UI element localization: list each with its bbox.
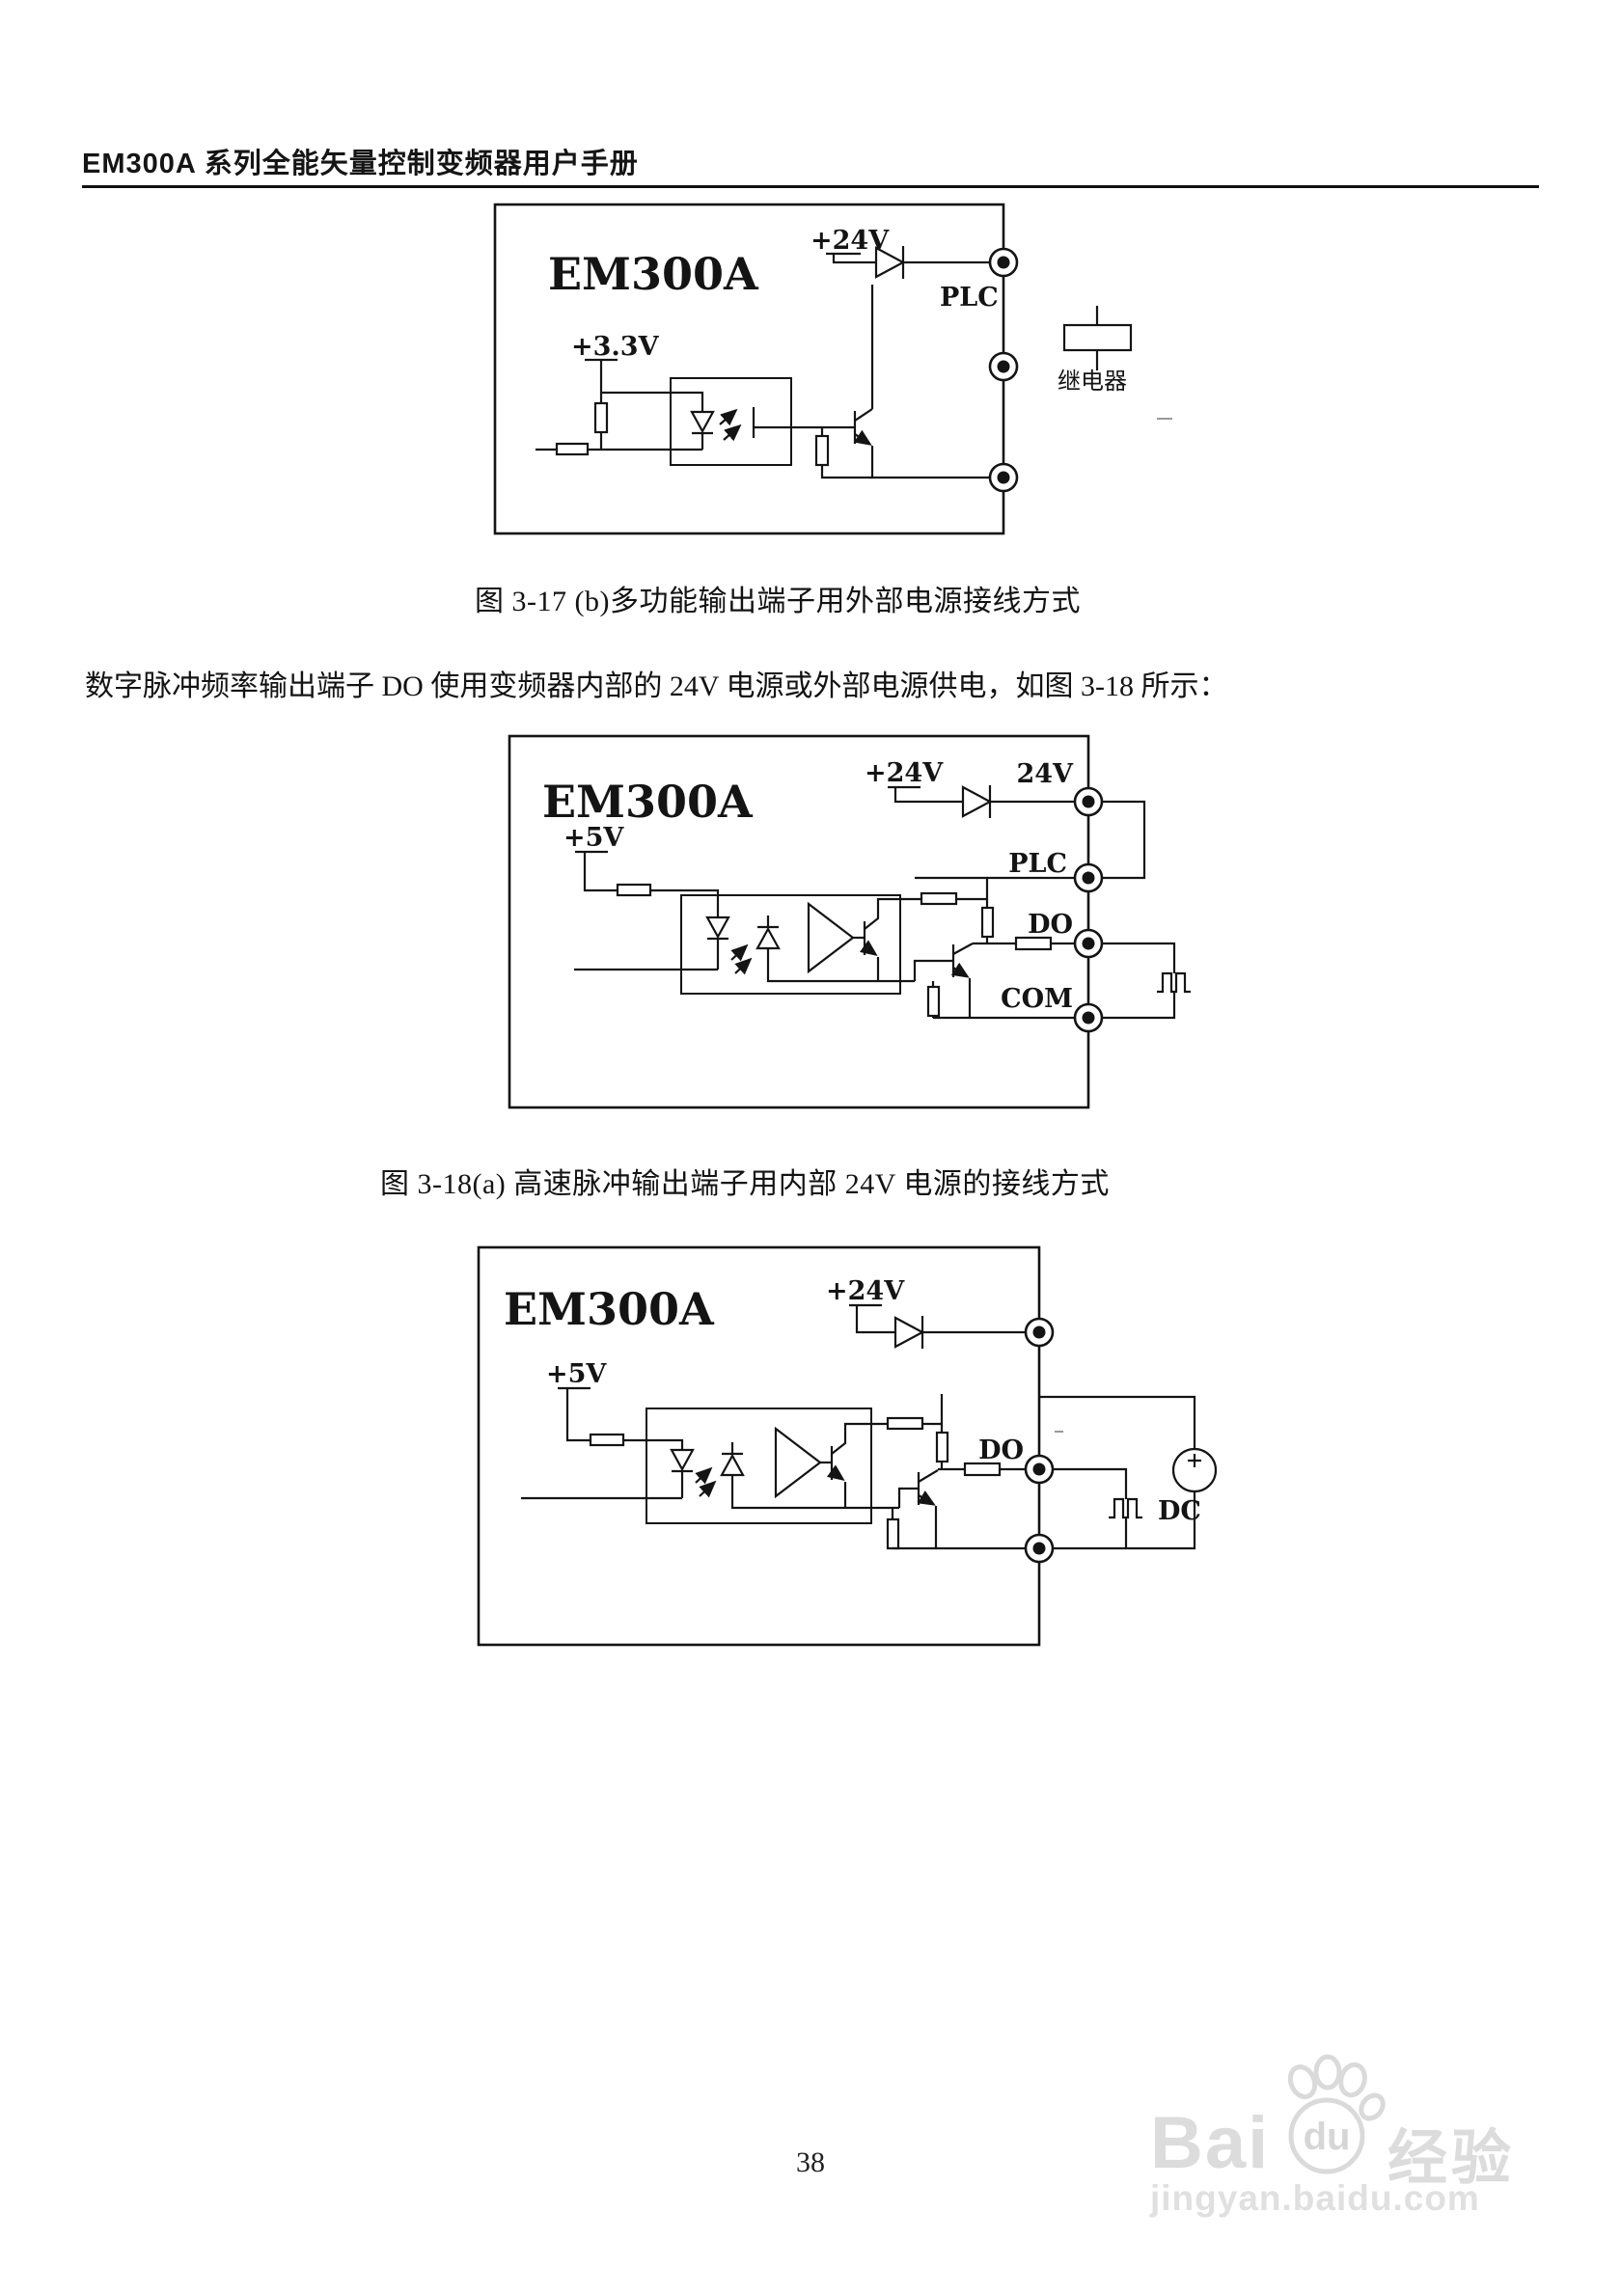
figure-3-18a: EM300A +24V 24V PLC DO COM +5V	[482, 728, 1216, 1129]
figure-3-18b: EM300A +24V +5V	[463, 1240, 1235, 1669]
inverter-outline	[477, 1245, 1041, 1647]
output-transistor	[917, 1469, 939, 1548]
resistor	[886, 1517, 900, 1550]
supply-24v-label: +24V	[826, 1276, 905, 1306]
terminal-do-label: DO	[1028, 910, 1073, 940]
resistor	[886, 1416, 924, 1431]
terminal-24v	[1073, 786, 1104, 817]
terminal-top	[1024, 1317, 1055, 1348]
baidu-paw-icon: du	[1266, 2053, 1391, 2185]
supply-24v-label: +24V	[865, 758, 944, 788]
paragraph: 数字脉冲频率输出端子 DO 使用变频器内部的 24V 电源或外部电源供电，如图 …	[85, 670, 1228, 702]
resistor	[926, 985, 941, 1018]
watermark-jingyan-text: 经验	[1387, 2125, 1516, 2192]
inverter-outline	[508, 734, 1090, 1109]
resistor	[935, 1431, 949, 1463]
terminal-plc-label: PLC	[1008, 849, 1067, 879]
circuit-diagram-3-17b: EM300A +24V PLC +3.3V	[493, 203, 1172, 535]
amplifier	[807, 901, 855, 974]
header-rule	[82, 185, 1539, 188]
page-header-title: EM300A 系列全能矢量控制变频器用户手册	[82, 149, 639, 179]
light-arrow-icon	[734, 957, 753, 975]
external-jumper	[1102, 800, 1146, 880]
terminal-plc-label: PLC	[940, 283, 999, 313]
terminal-plc	[988, 247, 1019, 278]
terminal-com-label: COM	[1001, 984, 1073, 1014]
pulse-signal-icon	[1109, 1497, 1142, 1519]
light-arrow-icon	[699, 1480, 717, 1498]
relay	[1062, 306, 1133, 370]
optocoupler	[521, 1408, 899, 1524]
figure-3-17b-caption: 图 3-17 (b)多功能输出端子用外部电源接线方式	[475, 586, 1081, 617]
figure-3-18a-caption: 图 3-18(a) 高速脉冲输出端子用内部 24V 电源的接线方式	[380, 1168, 1110, 1200]
terminal-bottom	[1024, 1533, 1055, 1564]
dc-source	[1171, 1447, 1218, 1493]
resistor	[616, 883, 652, 897]
page-number: 38	[796, 2146, 825, 2178]
device-label: EM300A	[548, 248, 759, 300]
resistor	[980, 906, 995, 939]
resistor	[589, 1433, 625, 1447]
resistor	[1014, 936, 1053, 951]
optocoupler	[670, 377, 855, 466]
figure-3-17b: EM300A +24V PLC +3.3V	[482, 193, 1216, 555]
output-transistor	[853, 408, 990, 479]
terminal-com	[1073, 1002, 1104, 1033]
terminal-bottom	[988, 462, 1019, 493]
diode	[961, 785, 993, 818]
dc-label: DC	[1158, 1496, 1201, 1526]
device-label: EM300A	[504, 1283, 715, 1335]
terminal-do	[1024, 1454, 1055, 1485]
terminal-do	[1073, 928, 1104, 959]
supply-5v-label: +5V	[546, 1359, 607, 1389]
amplifier	[774, 1426, 822, 1499]
terminal-mid	[988, 351, 1019, 382]
terminal-plc	[1073, 862, 1104, 893]
resistor	[814, 434, 830, 467]
supply-5v-label: +5V	[563, 823, 624, 853]
optocoupler	[574, 894, 921, 995]
supply-3v3-label: +3.3V	[571, 332, 660, 362]
light-arrow-icon	[719, 408, 738, 426]
diode	[893, 1316, 925, 1349]
terminal-do-label: DO	[978, 1435, 1024, 1465]
resistor	[920, 891, 958, 906]
device-label: EM300A	[542, 776, 754, 828]
terminal-24v-label: 24V	[1016, 759, 1074, 789]
light-arrow-icon	[730, 943, 749, 962]
circuit-diagram-3-18b: EM300A +24V +5V	[477, 1245, 1218, 1647]
watermark-baidu-text: Bai	[1150, 2102, 1271, 2184]
led	[670, 1448, 695, 1472]
watermark-url: jingyan.baidu.com	[1150, 2178, 1480, 2218]
output-transistor	[950, 943, 974, 1018]
light-arrow-icon	[723, 424, 742, 442]
relay-label: 继电器	[1058, 369, 1127, 395]
pulse-signal-icon	[1157, 971, 1191, 994]
circuit-diagram-3-18a: EM300A +24V 24V PLC DO COM +5V	[508, 734, 1191, 1109]
led	[705, 916, 730, 940]
led	[690, 410, 715, 434]
resistor	[593, 401, 609, 434]
resistor	[555, 442, 590, 456]
light-arrow-icon	[695, 1466, 713, 1485]
watermark-du-text: du	[1304, 2116, 1351, 2158]
diode	[874, 246, 906, 279]
